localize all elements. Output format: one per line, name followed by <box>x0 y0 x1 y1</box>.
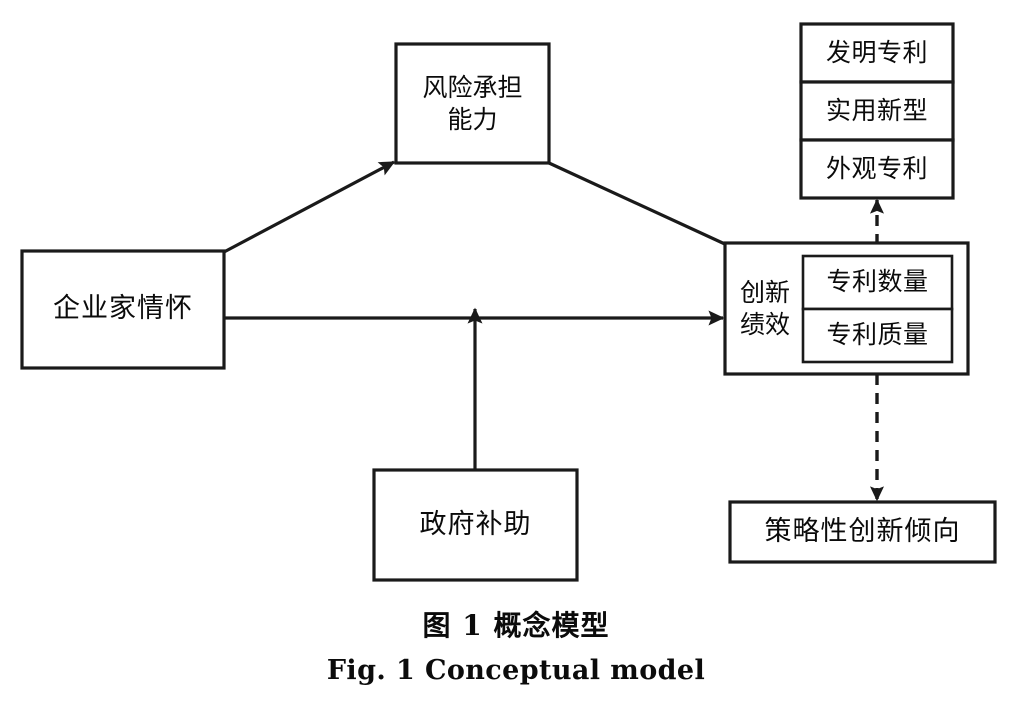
edge-entrepreneur-to-risk <box>223 160 396 254</box>
node-box-invention-patent[interactable] <box>799 22 955 84</box>
node-box-entrepreneur-spirit[interactable] <box>20 249 226 370</box>
node-box-government-subsidy[interactable] <box>372 468 579 582</box>
node-box-patent-quality[interactable] <box>801 307 954 364</box>
node-box-risk-taking[interactable] <box>394 42 551 165</box>
figure-caption-chinese: 图 1 概念模型 <box>422 609 610 642</box>
figure-caption-english: Fig. 1 Conceptual model <box>326 655 706 686</box>
node-box-utility-model[interactable] <box>799 80 955 142</box>
node-box-patent-quantity[interactable] <box>801 254 954 311</box>
edge-risk-to-performance <box>548 161 728 247</box>
node-box-design-patent[interactable] <box>799 138 955 200</box>
node-box-strategic-innovation[interactable] <box>728 500 997 564</box>
